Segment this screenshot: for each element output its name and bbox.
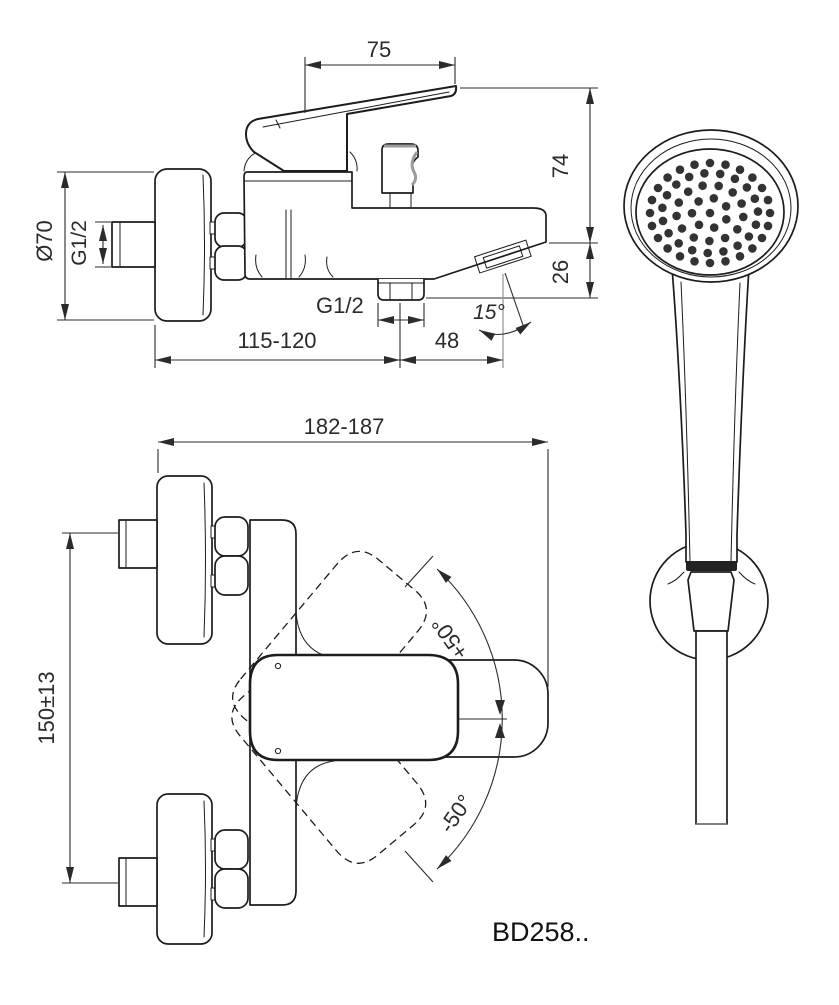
handset-connector xyxy=(686,561,737,571)
dim-26-label: 26 xyxy=(548,260,573,284)
dim-15deg-label: 15° xyxy=(473,301,505,324)
dimension-outlet-thread: G1/2 xyxy=(316,293,425,327)
dimension-height-74-26: 74 26 xyxy=(426,87,598,299)
handset-grip xyxy=(671,267,750,563)
hex-nut xyxy=(209,212,248,281)
hex-nut-top xyxy=(214,516,249,557)
wall-flange-top xyxy=(118,475,249,645)
bottom-outlet xyxy=(377,279,425,301)
product-code: BD258.. xyxy=(492,917,590,947)
dimension-spout-angle: 15° xyxy=(473,272,532,341)
dimension-total-width: 182-187 xyxy=(157,414,549,687)
dimension-lever-width: 75 xyxy=(304,37,456,113)
shower-head-rim xyxy=(630,138,792,278)
dim-48-label: 48 xyxy=(435,328,459,353)
dim-g12-inlet-label: G1/2 xyxy=(68,220,91,266)
wall-flange-bottom xyxy=(118,793,249,945)
dimension-flange-diameter: Ø70 xyxy=(32,171,154,321)
inlet-nipple xyxy=(111,221,156,268)
spray-plate xyxy=(635,148,785,276)
dimension-inlet-thread: G1/2 xyxy=(68,220,111,268)
inlet-nipple-bottom xyxy=(118,857,158,907)
dimension-wall-to-outlet: 115-120 48 xyxy=(154,274,504,368)
lever-handle-plan xyxy=(248,653,460,762)
dim-182-187-label: 182-187 xyxy=(304,414,385,439)
dim-75-label: 75 xyxy=(367,37,391,62)
spout-aerator xyxy=(474,239,532,274)
shower-handset xyxy=(623,129,799,825)
handle-swing-up-outline xyxy=(232,550,428,759)
handle-swing-down-outline xyxy=(231,656,427,864)
dimension-inlet-centers: 150±13 xyxy=(34,532,118,884)
dim-74-label: 74 xyxy=(548,154,573,178)
dim-150-13-label: 150±13 xyxy=(34,671,59,744)
diverter-knob xyxy=(381,143,419,208)
dim-d70-label: Ø70 xyxy=(32,220,57,262)
dim-minus50-label: -50° xyxy=(434,790,478,838)
spray-nozzle-dots xyxy=(645,158,775,268)
shower-head-outer xyxy=(623,129,799,283)
hose-cone xyxy=(687,571,735,632)
dim-115-120-label: 115-120 xyxy=(237,328,316,353)
shower-hose xyxy=(695,630,728,825)
inlet-nipple-top xyxy=(118,519,158,569)
hex-nut-bottom xyxy=(214,829,249,870)
front-view: +50° -50° 182-187 150±13 xyxy=(34,414,549,945)
lever-handle xyxy=(245,85,458,172)
side-view: 75 74 26 Ø70 G1/2 G1/2 xyxy=(32,37,598,368)
dim-g12-outlet-label: G1/2 xyxy=(316,293,364,318)
wall-flange xyxy=(154,168,212,322)
